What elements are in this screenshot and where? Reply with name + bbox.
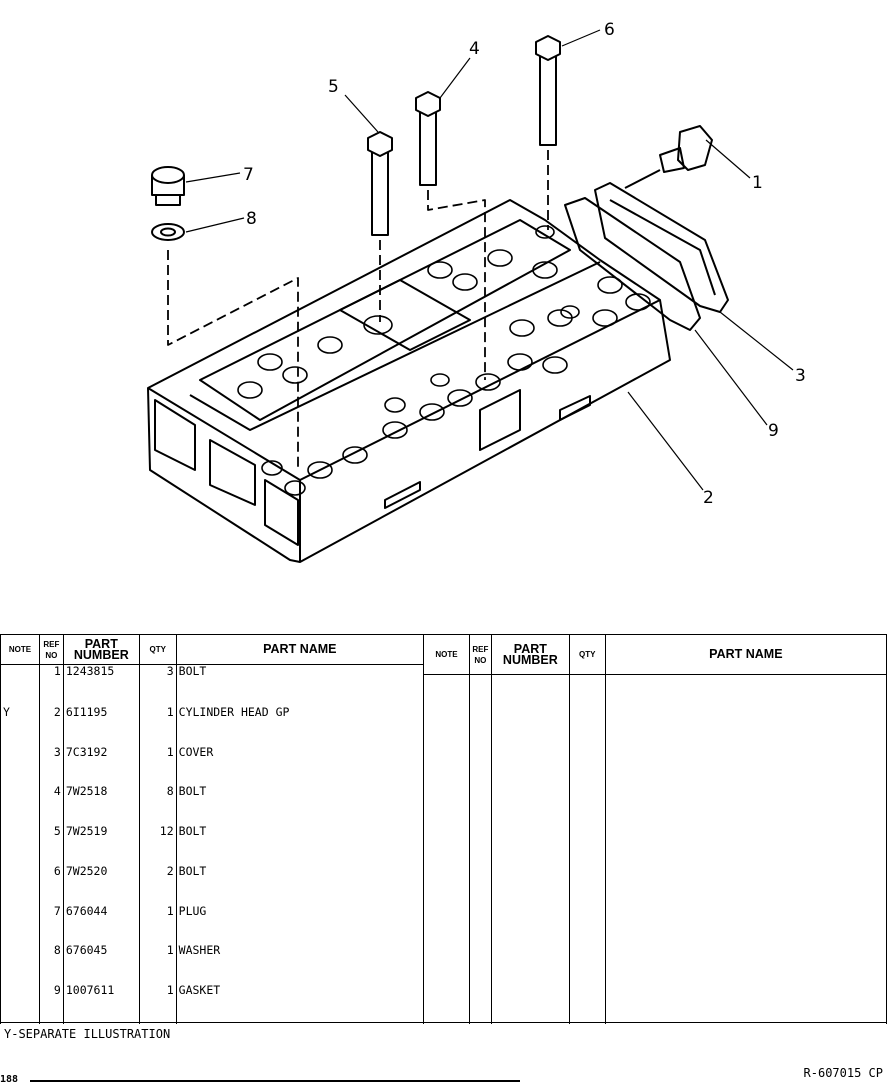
washer-8-drawing: [151, 223, 185, 241]
cell-part-name: WASHER: [175, 944, 425, 985]
cylinder-head-drawing: [147, 199, 671, 563]
cell-note: [0, 904, 40, 945]
col-ref-no: REF NO: [38, 634, 64, 665]
col-note: NOTE: [0, 634, 40, 665]
cell-qty: 1: [138, 705, 177, 746]
cell-part-number: 676045: [62, 944, 140, 985]
callout-3: 3: [795, 366, 806, 386]
cell-part-number: 7W2519: [62, 825, 140, 865]
page-number: 188: [0, 1074, 19, 1085]
callout-5: 5: [328, 77, 339, 97]
cell-part-number: 676044: [62, 904, 140, 945]
cell-qty: 12: [138, 825, 177, 865]
cell-part-number: 1007611: [62, 984, 140, 1024]
exploded-view-illustration: 1 2 3 4 5 6 7 8 9: [147, 20, 806, 563]
cell-ref-no: 5: [38, 825, 64, 865]
cell-note: [0, 745, 40, 786]
leader-lines: [185, 29, 794, 491]
cell-ref-no: 8: [38, 944, 64, 985]
bolt-6-drawing: [535, 35, 561, 146]
cell-part-name: GASKET: [175, 984, 425, 1024]
col-qty: QTY: [138, 634, 177, 665]
col-note: NOTE: [423, 634, 470, 675]
cell-note: [0, 785, 40, 826]
footnote-rule: [0, 1022, 887, 1023]
cell-part-number: 1243815: [62, 664, 140, 706]
cell-ref-no: 2: [38, 705, 64, 746]
valve-bosses: [237, 225, 651, 496]
plug-7-drawing: [151, 166, 185, 206]
drawing-number: R-607015 CP: [803, 1066, 883, 1080]
cell-note: [0, 984, 40, 1024]
cell-part-name: CYLINDER HEAD GP: [175, 705, 425, 746]
cell-part-name: BOLT: [175, 825, 425, 865]
callout-1: 1: [752, 173, 763, 193]
col-part-name: PART NAME: [175, 634, 425, 665]
cell-qty: 3: [138, 664, 177, 706]
col-ref-no: REF NO: [468, 634, 492, 675]
cell-ref-no: 4: [38, 785, 64, 826]
parts-rows-empty: [423, 674, 887, 1024]
cell-note: [0, 825, 40, 865]
cell-part-number: 7W2520: [62, 864, 140, 905]
col-qty: QTY: [568, 634, 606, 675]
cell-qty: 1: [138, 944, 177, 985]
cell-qty: 1: [138, 904, 177, 945]
cell-qty: 1: [138, 745, 177, 786]
cell-part-name: BOLT: [175, 785, 425, 826]
col-part-name: PART NAME: [604, 634, 887, 675]
callout-7: 7: [243, 165, 254, 185]
cell-qty: 1: [138, 984, 177, 1024]
bolt-4-drawing: [415, 91, 441, 186]
cell-part-name: BOLT: [175, 864, 425, 905]
cell-ref-no: 1: [38, 664, 64, 706]
cell-part-name: PLUG: [175, 904, 425, 945]
parts-table-right: NOTE REF NO PART NUMBER QTY PART NAME: [423, 634, 887, 1024]
cell-part-number: 7C3192: [62, 745, 140, 786]
cell-note: [0, 664, 40, 706]
gasket-drawing: [564, 197, 701, 331]
col-part-number: PART NUMBER: [490, 634, 570, 675]
bolt-1-drawing: [624, 125, 713, 189]
cell-ref-no: 3: [38, 745, 64, 786]
cell-note: [0, 944, 40, 985]
bottom-rule: [30, 1080, 520, 1082]
cell-part-name: COVER: [175, 745, 425, 786]
cover-drawing: [594, 182, 729, 313]
cell-part-number: 7W2518: [62, 785, 140, 826]
callout-labels: 1 2 3 4 5 6 7 8 9: [243, 20, 806, 508]
cell-ref-no: 9: [38, 984, 64, 1024]
col-part-number: PART NUMBER: [62, 634, 140, 665]
cell-ref-no: 6: [38, 864, 64, 905]
assembly-lines: [167, 150, 549, 470]
callout-4: 4: [469, 39, 480, 59]
callout-2: 2: [703, 488, 714, 508]
cell-note: Y: [0, 705, 40, 746]
footnote: Y-SEPARATE ILLUSTRATION: [4, 1027, 171, 1041]
cell-part-name: BOLT: [175, 664, 425, 706]
callout-9: 9: [768, 421, 779, 441]
cell-ref-no: 7: [38, 904, 64, 945]
cell-qty: 8: [138, 785, 177, 826]
cell-qty: 2: [138, 864, 177, 905]
callout-6: 6: [604, 20, 615, 40]
callout-8: 8: [246, 209, 257, 229]
cell-note: [0, 864, 40, 905]
bolt-5-drawing: [367, 131, 393, 236]
cell-part-number: 6I1195: [62, 705, 140, 746]
